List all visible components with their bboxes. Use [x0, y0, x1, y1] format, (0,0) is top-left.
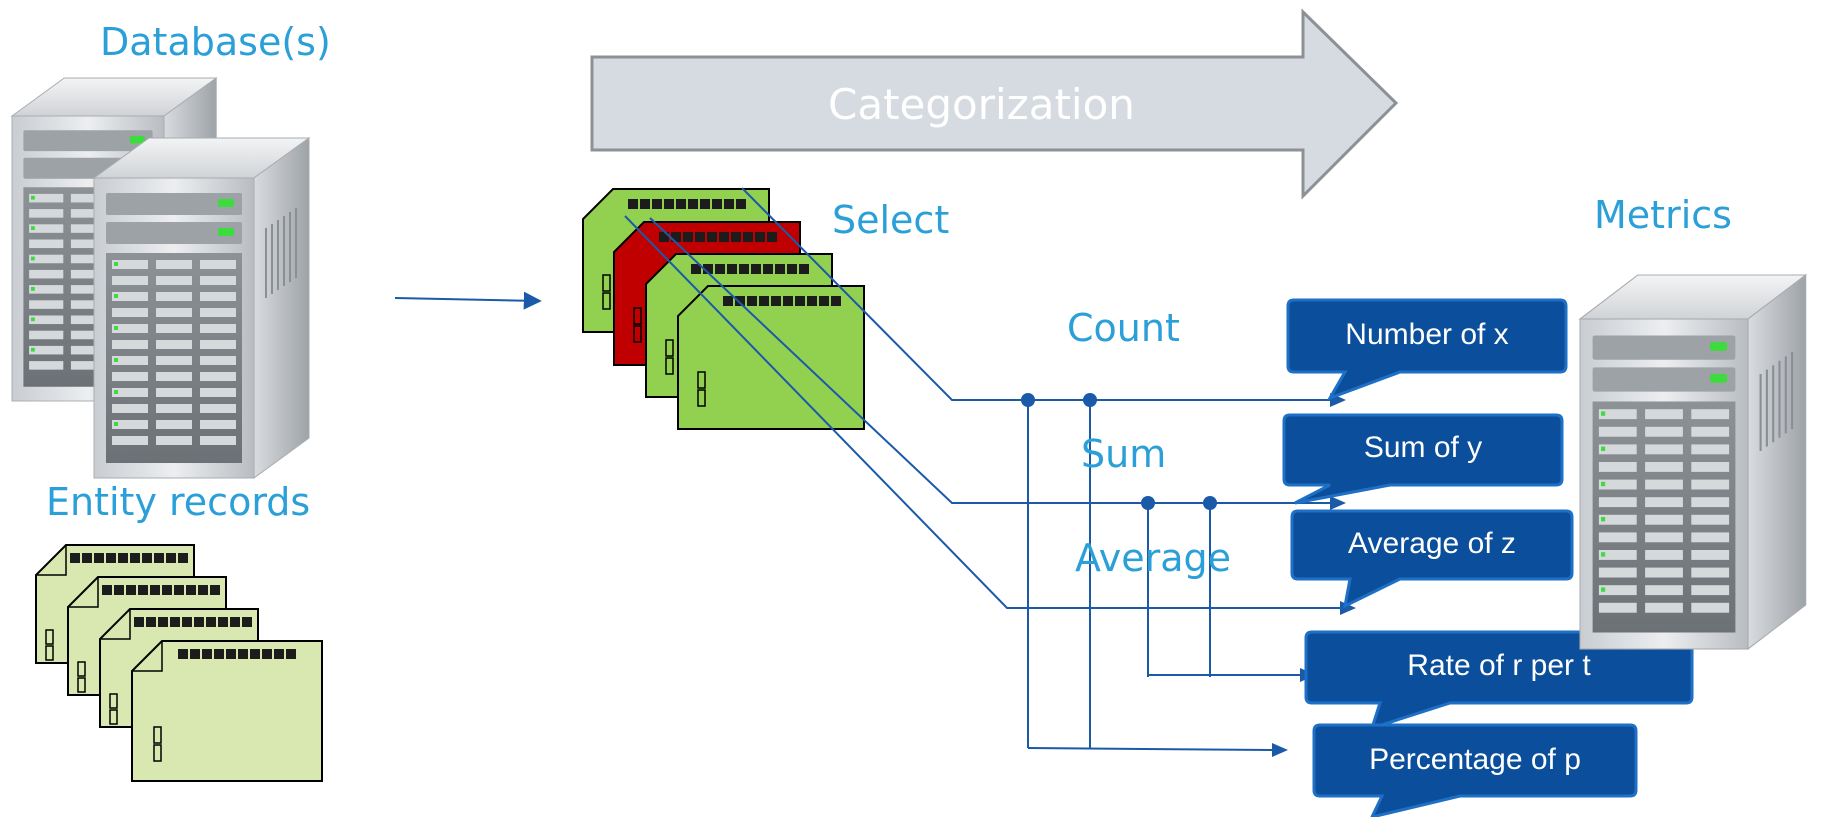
metric-percentage-of-p: Percentage of p	[1369, 743, 1581, 776]
input-arrow	[394, 291, 542, 310]
entity-records-label: Entity records	[46, 480, 311, 524]
selected-records-stack	[582, 188, 865, 430]
metric-number-of-x: Number of x	[1345, 318, 1509, 351]
categorization-arrow	[590, 8, 1399, 200]
databases-label: Database(s)	[100, 20, 331, 64]
junction-dot	[1083, 393, 1097, 407]
metric-junction-lines	[1027, 400, 1300, 751]
count-label: Count	[1067, 306, 1180, 350]
junction-dot	[1203, 496, 1217, 510]
junction-arrowheads	[1021, 393, 1316, 757]
select-label: Select	[832, 198, 950, 242]
metrics-server-icon	[1578, 273, 1807, 651]
metrics-label: Metrics	[1594, 193, 1732, 237]
metric-average-of-z: Average of z	[1348, 527, 1516, 560]
metric-rate-of-r-per-t: Rate of r per t	[1407, 649, 1591, 682]
categorization-label: Categorization	[828, 80, 1135, 129]
junction-dot	[1141, 496, 1155, 510]
sum-label: Sum	[1081, 432, 1167, 476]
metric-callout-shapes	[1282, 298, 1694, 817]
average-label: Average	[1075, 536, 1232, 580]
database-server-front-icon	[93, 137, 310, 479]
junction-dot	[1021, 393, 1035, 407]
entity-records-stack	[35, 544, 323, 782]
metric-sum-of-y: Sum of y	[1363, 431, 1483, 464]
